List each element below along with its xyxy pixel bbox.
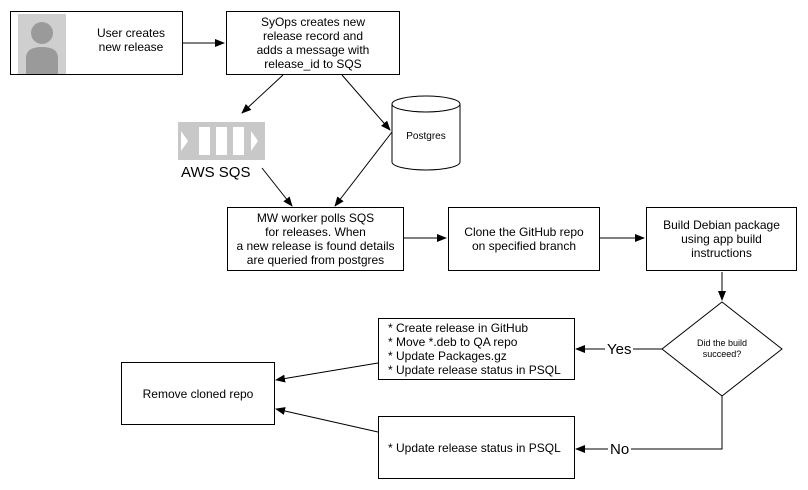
label-line: SyOps creates new [260,15,366,29]
edge-failure-to-remove [275,407,379,433]
edge-postgres-to-worker [334,131,393,207]
label-line: * Update Packages.gz [388,349,507,363]
no-label: No [608,441,632,458]
label-line: * Update release status in PSQL [388,363,561,377]
label-line: on specified branch [471,239,577,253]
label-line: new release [98,40,164,54]
label-line: instructions [691,246,752,260]
label-line: Did the build [696,338,748,348]
label-line: succeed? [702,349,742,359]
worker-node: MW worker polls SQS for releases. When a… [227,207,404,271]
user-node-label: User creates new release [86,26,176,54]
label-line: release_id to SQS [264,57,362,71]
label-line: for releases. When [265,225,366,239]
aws-sqs-icon [178,122,265,160]
edge-success-to-remove [275,362,379,383]
user-node [10,11,183,75]
label-line: * Update release status in PSQL [388,440,561,455]
syops-node: SyOps creates new release record and add… [226,11,400,75]
decision-label: Did the build succeed? [682,338,762,360]
label-line: * Create release in GitHub [388,321,529,335]
postgres-cylinder [391,95,461,171]
aws-sqs-label: AWS SQS [181,164,251,181]
label-line: MW worker polls SQS [256,211,375,225]
label-line: Clone the GitHub repo [464,225,584,239]
build-node: Build Debian package using app build ins… [646,207,797,271]
success-node: * Create release in GitHub * Move *.deb … [378,318,575,380]
edge-sqs-to-worker [261,167,293,207]
label-line: Build Debian package [663,218,780,232]
postgres-label: Postgres [406,131,446,142]
label-line: * Move *.deb to QA repo [388,335,518,349]
edge-decision-to-failure [575,396,723,453]
edge-syops-to-sqs [241,74,284,114]
remove-node: Remove cloned repo [121,362,275,425]
yes-label: Yes [605,341,634,358]
label-line: release record and [262,29,364,43]
label-line: adds a message with [256,43,370,57]
edge-syops-to-postgres [341,74,391,131]
label-line: using app build [681,232,762,246]
clone-node: Clone the GitHub repo on specified branc… [448,207,600,271]
failure-node: * Update release status in PSQL [378,416,575,479]
label-line: a new release is found details [236,239,395,253]
label-line: Remove cloned repo [142,386,254,401]
label-line: User creates [96,26,166,40]
user-icon [18,14,66,74]
label-line: are queried from postgres [246,253,385,267]
